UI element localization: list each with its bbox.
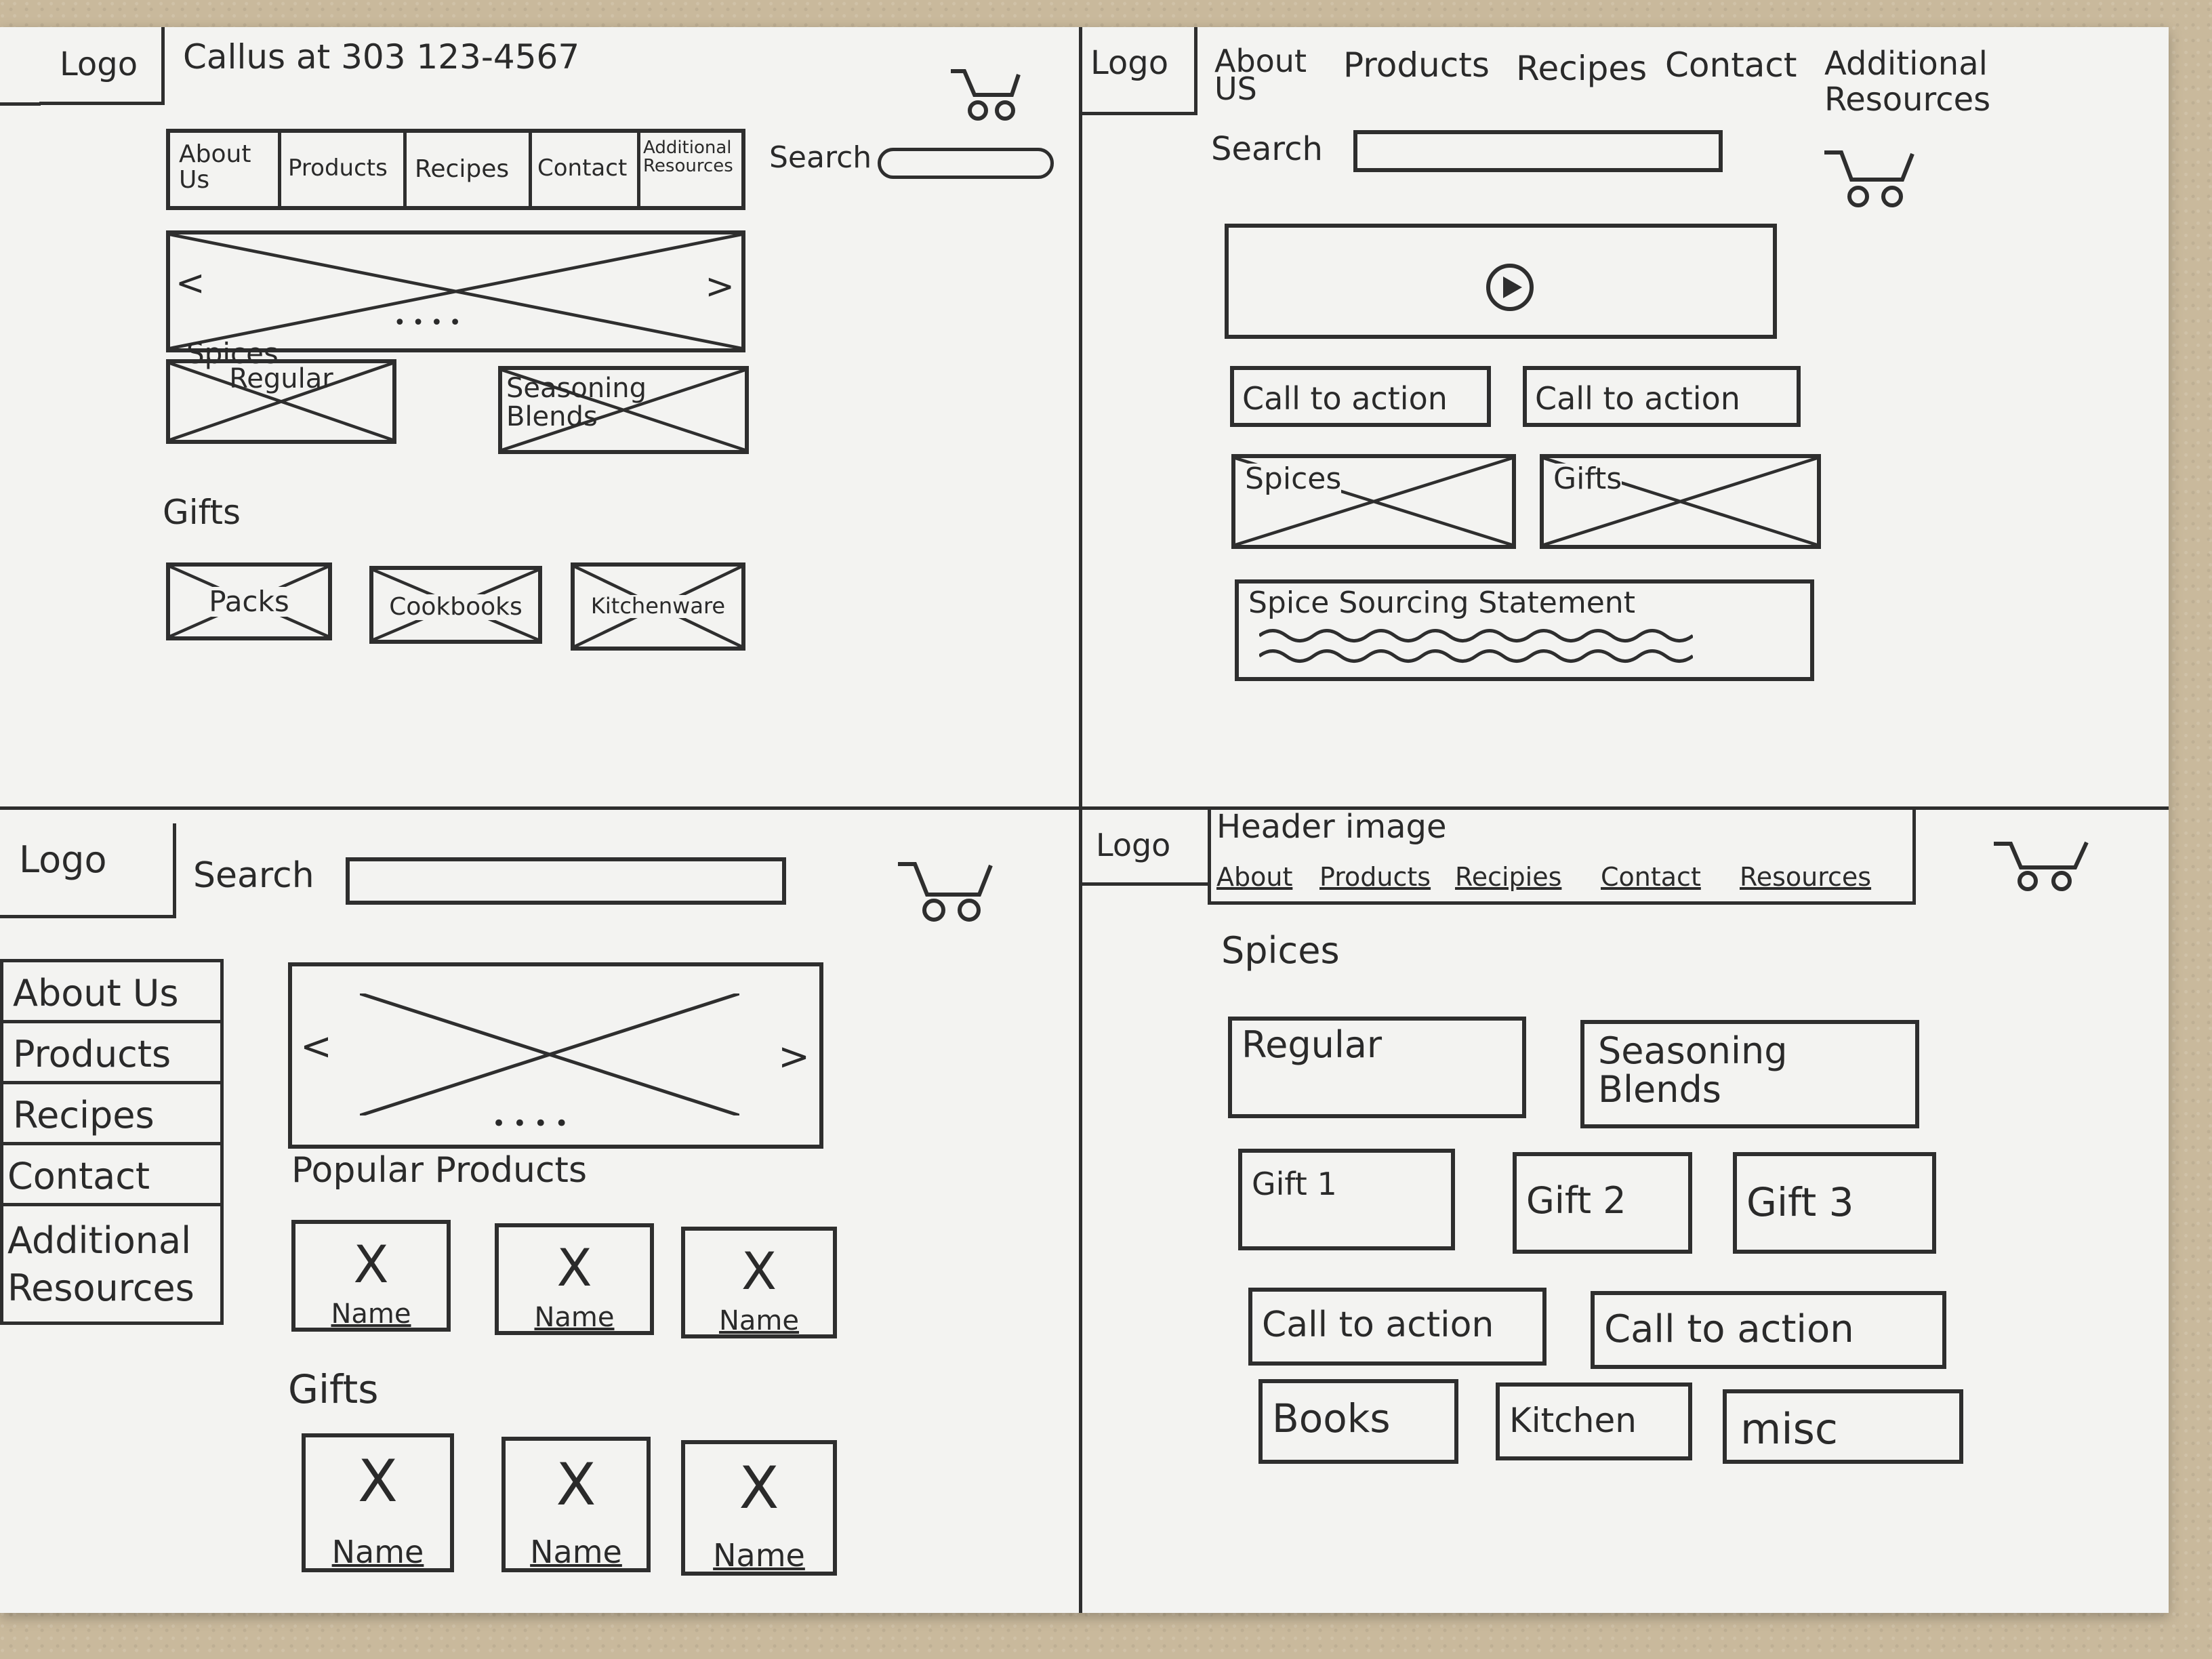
q4-books[interactable]: Books <box>1258 1379 1458 1464</box>
q1-nav-additional[interactable]: Additional Resources <box>637 129 745 210</box>
q1-wireframe: Logo Callus at 303 123-4567 About Us Pro… <box>0 27 1078 805</box>
vertical-divider <box>1079 27 1082 1613</box>
q3-gift-2[interactable]: X Name <box>501 1437 651 1572</box>
q4-misc[interactable]: misc <box>1723 1389 1963 1464</box>
q4-spice-regular[interactable]: Regular <box>1228 1017 1526 1118</box>
q3-sidebar-additional[interactable]: Additional Resources <box>0 1203 224 1325</box>
q2-tile-spices[interactable]: Spices <box>1231 454 1516 549</box>
q2-cart-icon[interactable] <box>1821 139 1916 210</box>
q1-logo: Logo <box>60 45 138 83</box>
q1-carousel-prev[interactable]: < <box>176 263 205 304</box>
q1-nav-contact[interactable]: Contact <box>529 129 640 210</box>
q1-gift-kitchenware[interactable]: Kitchenware <box>571 562 745 651</box>
q2-cta-2[interactable]: Call to action <box>1523 366 1801 427</box>
q4-logo: Logo <box>1096 827 1171 863</box>
q4-gift-3[interactable]: Gift 3 <box>1733 1152 1936 1254</box>
q2-nav-products[interactable]: Products <box>1343 45 1490 85</box>
placeholder-text-lines <box>1259 629 1693 663</box>
q2-nav-about[interactable]: About US <box>1214 43 1307 108</box>
q1-search-label: Search <box>769 140 872 175</box>
q3-popular-2[interactable]: X Name <box>495 1223 654 1335</box>
q4-logo-box[interactable]: Logo <box>1082 810 1208 886</box>
q4-nav-about[interactable]: About <box>1216 862 1293 892</box>
q4-nav-recipies[interactable]: Recipies <box>1455 862 1562 892</box>
q3-sidebar-contact[interactable]: Contact <box>0 1142 224 1206</box>
q1-carousel[interactable]: < > • • • • <box>166 230 745 352</box>
q4-header-image: Header image About Products Recipies Con… <box>1208 810 1916 905</box>
q1-spice-regular[interactable]: Regular <box>166 359 396 444</box>
q4-wireframe: Logo Header image About Products Recipie… <box>1082 810 2169 1613</box>
q4-nav-resources[interactable]: Resources <box>1740 862 1872 892</box>
q2-search-input[interactable] <box>1353 130 1723 172</box>
q1-search-input[interactable] <box>878 148 1054 179</box>
q4-spice-seasoning[interactable]: Seasoning Blends <box>1580 1020 1919 1128</box>
q3-popular-heading: Popular Products <box>291 1150 588 1191</box>
q3-search-input[interactable] <box>346 857 786 905</box>
q3-logo: Logo <box>19 838 107 881</box>
horizontal-divider <box>0 806 2169 810</box>
q3-sidebar-products[interactable]: Products <box>0 1020 224 1084</box>
q1-carousel-next[interactable]: > <box>705 266 735 307</box>
q1-gift-packs[interactable]: Packs <box>166 562 332 640</box>
q1-gift-cookbooks[interactable]: Cookbooks <box>369 566 542 644</box>
q4-cta-1[interactable]: Call to action <box>1248 1288 1547 1366</box>
q2-logo-box[interactable]: Logo <box>1082 27 1197 115</box>
q1-spice-seasoning[interactable]: Seasoning Blends <box>498 366 749 454</box>
q1-spices-heading: Spices <box>186 337 279 370</box>
q2-statement-box: Spice Sourcing Statement <box>1235 579 1814 681</box>
q4-spices-heading: Spices <box>1221 929 1340 972</box>
q3-carousel-next[interactable]: > <box>778 1035 810 1079</box>
q4-cta-2[interactable]: Call to action <box>1591 1291 1946 1369</box>
q1-phone: Callus at 303 123-4567 <box>183 37 580 77</box>
q3-logo-box[interactable]: Logo <box>0 823 176 918</box>
q4-gift-1[interactable]: Gift 1 <box>1238 1149 1455 1250</box>
q1-nav-products[interactable]: Products <box>278 129 407 210</box>
q2-search-label: Search <box>1211 130 1323 168</box>
q3-popular-3[interactable]: X Name <box>681 1227 837 1338</box>
q3-popular-1[interactable]: X Name <box>291 1220 451 1332</box>
q3-gift-1[interactable]: X Name <box>302 1433 454 1572</box>
q3-gift-3[interactable]: X Name <box>681 1440 837 1576</box>
q1-gifts-heading: Gifts <box>163 493 241 532</box>
q2-video-hero[interactable] <box>1225 224 1777 339</box>
q2-tile-gifts[interactable]: Gifts <box>1540 454 1821 549</box>
q3-carousel-dots[interactable]: • • • • <box>492 1110 569 1137</box>
wireframe-sheet: Logo Callus at 303 123-4567 About Us Pro… <box>0 27 2169 1613</box>
q3-carousel[interactable]: < > • • • • <box>288 962 823 1149</box>
q3-sidebar-recipes[interactable]: Recipes <box>0 1081 224 1145</box>
q1-logo-box[interactable]: Logo <box>39 27 165 105</box>
q3-cart-icon[interactable] <box>895 851 996 925</box>
q2-logo: Logo <box>1090 44 1169 82</box>
q2-nav-additional[interactable]: Additional Resources <box>1824 45 1991 119</box>
q2-statement: Spice Sourcing Statement <box>1248 586 1635 620</box>
q4-nav-products[interactable]: Products <box>1319 862 1431 892</box>
q4-kitchen[interactable]: Kitchen <box>1496 1382 1692 1460</box>
q1-nav-recipes[interactable]: Recipes <box>403 129 532 210</box>
q1-carousel-dots[interactable]: • • • • <box>394 311 462 335</box>
q4-gift-2[interactable]: Gift 2 <box>1513 1152 1692 1254</box>
q2-nav-contact[interactable]: Contact <box>1665 45 1797 85</box>
q1-nav-about[interactable]: About Us <box>166 129 281 210</box>
q3-sidebar-about[interactable]: About Us <box>0 959 224 1023</box>
q2-cta-1[interactable]: Call to action <box>1230 366 1491 427</box>
q4-nav-contact[interactable]: Contact <box>1601 862 1701 892</box>
q3-wireframe: Logo Search About Us Products Recipes Co… <box>0 810 1078 1613</box>
q3-carousel-prev[interactable]: < <box>300 1025 332 1069</box>
q1-cart-icon[interactable] <box>947 58 1022 125</box>
q4-cart-icon[interactable] <box>1990 830 2092 895</box>
q3-gifts-heading: Gifts <box>288 1366 379 1412</box>
q1-logo-underline <box>0 102 41 106</box>
play-icon[interactable] <box>1483 260 1537 314</box>
q3-search-label: Search <box>193 855 314 896</box>
q2-wireframe: Logo About US Products Recipes Contact A… <box>1082 27 2169 805</box>
q2-nav-recipes[interactable]: Recipes <box>1516 49 1647 88</box>
